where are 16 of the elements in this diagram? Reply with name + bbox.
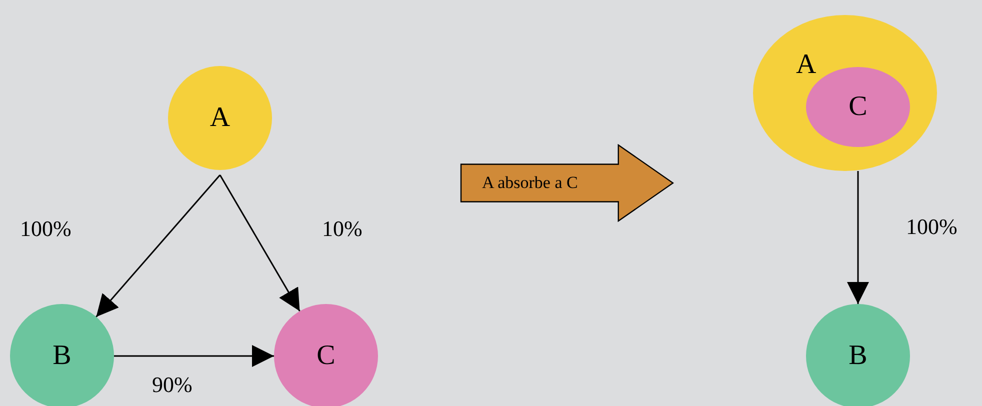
arrow [114, 345, 274, 367]
node-label: A absorbe a C [482, 173, 578, 193]
edge-label: 90% [152, 372, 192, 398]
arrow [96, 174, 221, 318]
arrow [219, 174, 300, 312]
node-label: A [796, 49, 816, 81]
arrow [847, 171, 869, 304]
edge-label: 100% [20, 216, 72, 242]
edge-label: 10% [322, 216, 362, 242]
node-label: B [848, 340, 868, 372]
block-arrow [460, 144, 674, 222]
node-label: B [52, 340, 72, 372]
edge-label: 100% [906, 214, 958, 240]
node-label: A [210, 102, 230, 134]
node-label: C [848, 91, 868, 123]
node-label: C [316, 340, 336, 372]
